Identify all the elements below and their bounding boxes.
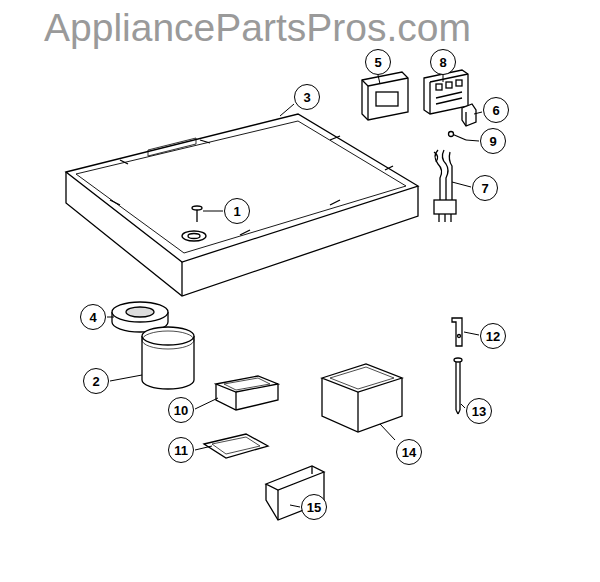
callout-number: 11 — [168, 437, 194, 463]
callout-number: 4 — [80, 304, 106, 330]
callout-number: 15 — [301, 494, 327, 520]
cover-plate — [204, 434, 268, 458]
callout-number: 9 — [480, 128, 506, 154]
wire-harness — [434, 150, 456, 222]
leader-lines — [107, 75, 482, 507]
callout-number: 10 — [168, 397, 194, 423]
screw — [449, 132, 467, 141]
bracket — [452, 318, 462, 346]
callout-number: 7 — [472, 175, 498, 201]
callout-number: 14 — [396, 439, 422, 465]
switch — [462, 104, 476, 126]
callout-number: 3 — [294, 84, 320, 110]
enclosure — [322, 364, 402, 432]
callout-number: 13 — [466, 398, 492, 424]
housing — [216, 376, 278, 410]
callout-number: 1 — [224, 198, 250, 224]
watermark: AppliancePartsPros.com — [44, 8, 471, 47]
callout-number: 12 — [480, 323, 506, 349]
callout-number: 8 — [430, 49, 456, 75]
screw — [454, 358, 462, 414]
container — [142, 327, 194, 389]
mounting-bracket — [362, 72, 408, 120]
callout-number: 6 — [483, 97, 509, 123]
screw — [192, 206, 202, 222]
callout-number: 2 — [83, 368, 109, 394]
callout-number: 5 — [365, 49, 391, 75]
drain-pan — [66, 114, 418, 296]
control-board — [424, 70, 468, 114]
